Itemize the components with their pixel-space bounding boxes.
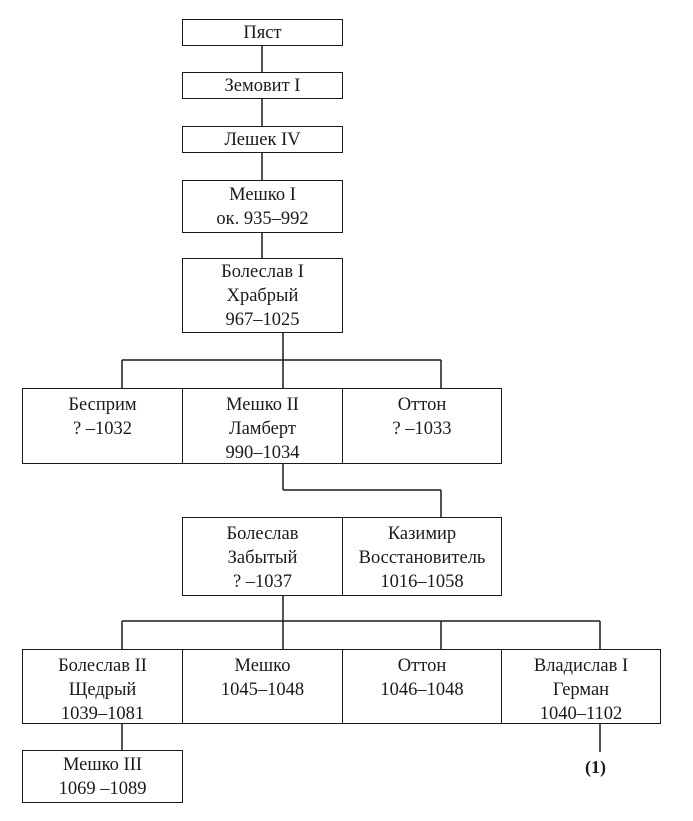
person-text-line: 990–1034 (225, 443, 300, 463)
person-text-line: 1045–1048 (220, 680, 305, 700)
person-otto-ii: Оттон 1046–1048 (342, 649, 502, 724)
person-text-line: Мешко (234, 656, 291, 676)
person-text-line: 1046–1048 (380, 680, 464, 700)
person-text-line: Щедрый (68, 680, 137, 700)
person-text-line: Храбрый (226, 285, 299, 306)
person-text-line: 1069 –1089 (58, 778, 147, 799)
person-text-line: ок. 935–992 (216, 208, 309, 229)
person-bezprym: Бесприм ? –1032 (22, 388, 183, 464)
person-text-line: Оттон (397, 395, 447, 415)
person-boleslaw-i: Болеслав I Храбрый 967–1025 (182, 258, 343, 333)
person-text-line: Оттон (397, 656, 447, 676)
person-text-line: Ламберт (229, 419, 296, 439)
person-text-line: Мешко III (62, 754, 143, 775)
person-text-line: Мешко II (226, 395, 299, 415)
person-text-line: Забытый (227, 548, 298, 568)
person-text-line: Лешек IV (224, 129, 301, 150)
person-text-line: ? –1033 (392, 419, 452, 439)
person-text-line: Восстановитель (358, 548, 486, 568)
person-text-line: Болеслав (226, 524, 299, 544)
person-text-line: Бесприм (68, 395, 137, 415)
person-text-line: Болеслав I (221, 261, 304, 282)
person-text-line: ? –1037 (232, 572, 293, 592)
person-otto: Оттон ? –1033 (342, 388, 502, 464)
person-text-line: Пяст (243, 22, 282, 43)
continuation-note: (1) (585, 757, 606, 777)
person-leszek: Лешек IV (182, 126, 343, 153)
person-mieszko-iii: Мешко III 1069 –1089 (22, 750, 183, 803)
person-text-line: Земовит I (224, 75, 301, 96)
person-wladyslaw-i: Владислав I Герман 1040–1102 (501, 649, 661, 724)
person-mieszko-ii: Мешко II Ламберт 990–1034 (182, 388, 343, 464)
person-boleslaw-ii: Болеслав II Щедрый 1039–1081 (22, 649, 183, 724)
person-text-line: Болеслав II (58, 656, 147, 676)
person-ziemowit: Земовит I (182, 72, 343, 99)
person-text-line: Мешко I (229, 184, 296, 205)
person-text-line: Владислав I (533, 656, 629, 676)
person-text-line: ? –1032 (72, 419, 133, 439)
person-mieszko-i: Мешко I ок. 935–992 (182, 180, 343, 233)
person-text-line: 967–1025 (225, 309, 300, 330)
person-text-line: 1039–1081 (60, 704, 145, 724)
person-text-line: 1040–1102 (539, 704, 623, 724)
person-text-line: 1016–1058 (380, 572, 464, 592)
person-text-line: Казимир (387, 524, 457, 544)
person-mieszko: Мешко 1045–1048 (182, 649, 343, 724)
person-text-line: Герман (552, 680, 610, 700)
person-piast: Пяст (182, 19, 343, 46)
